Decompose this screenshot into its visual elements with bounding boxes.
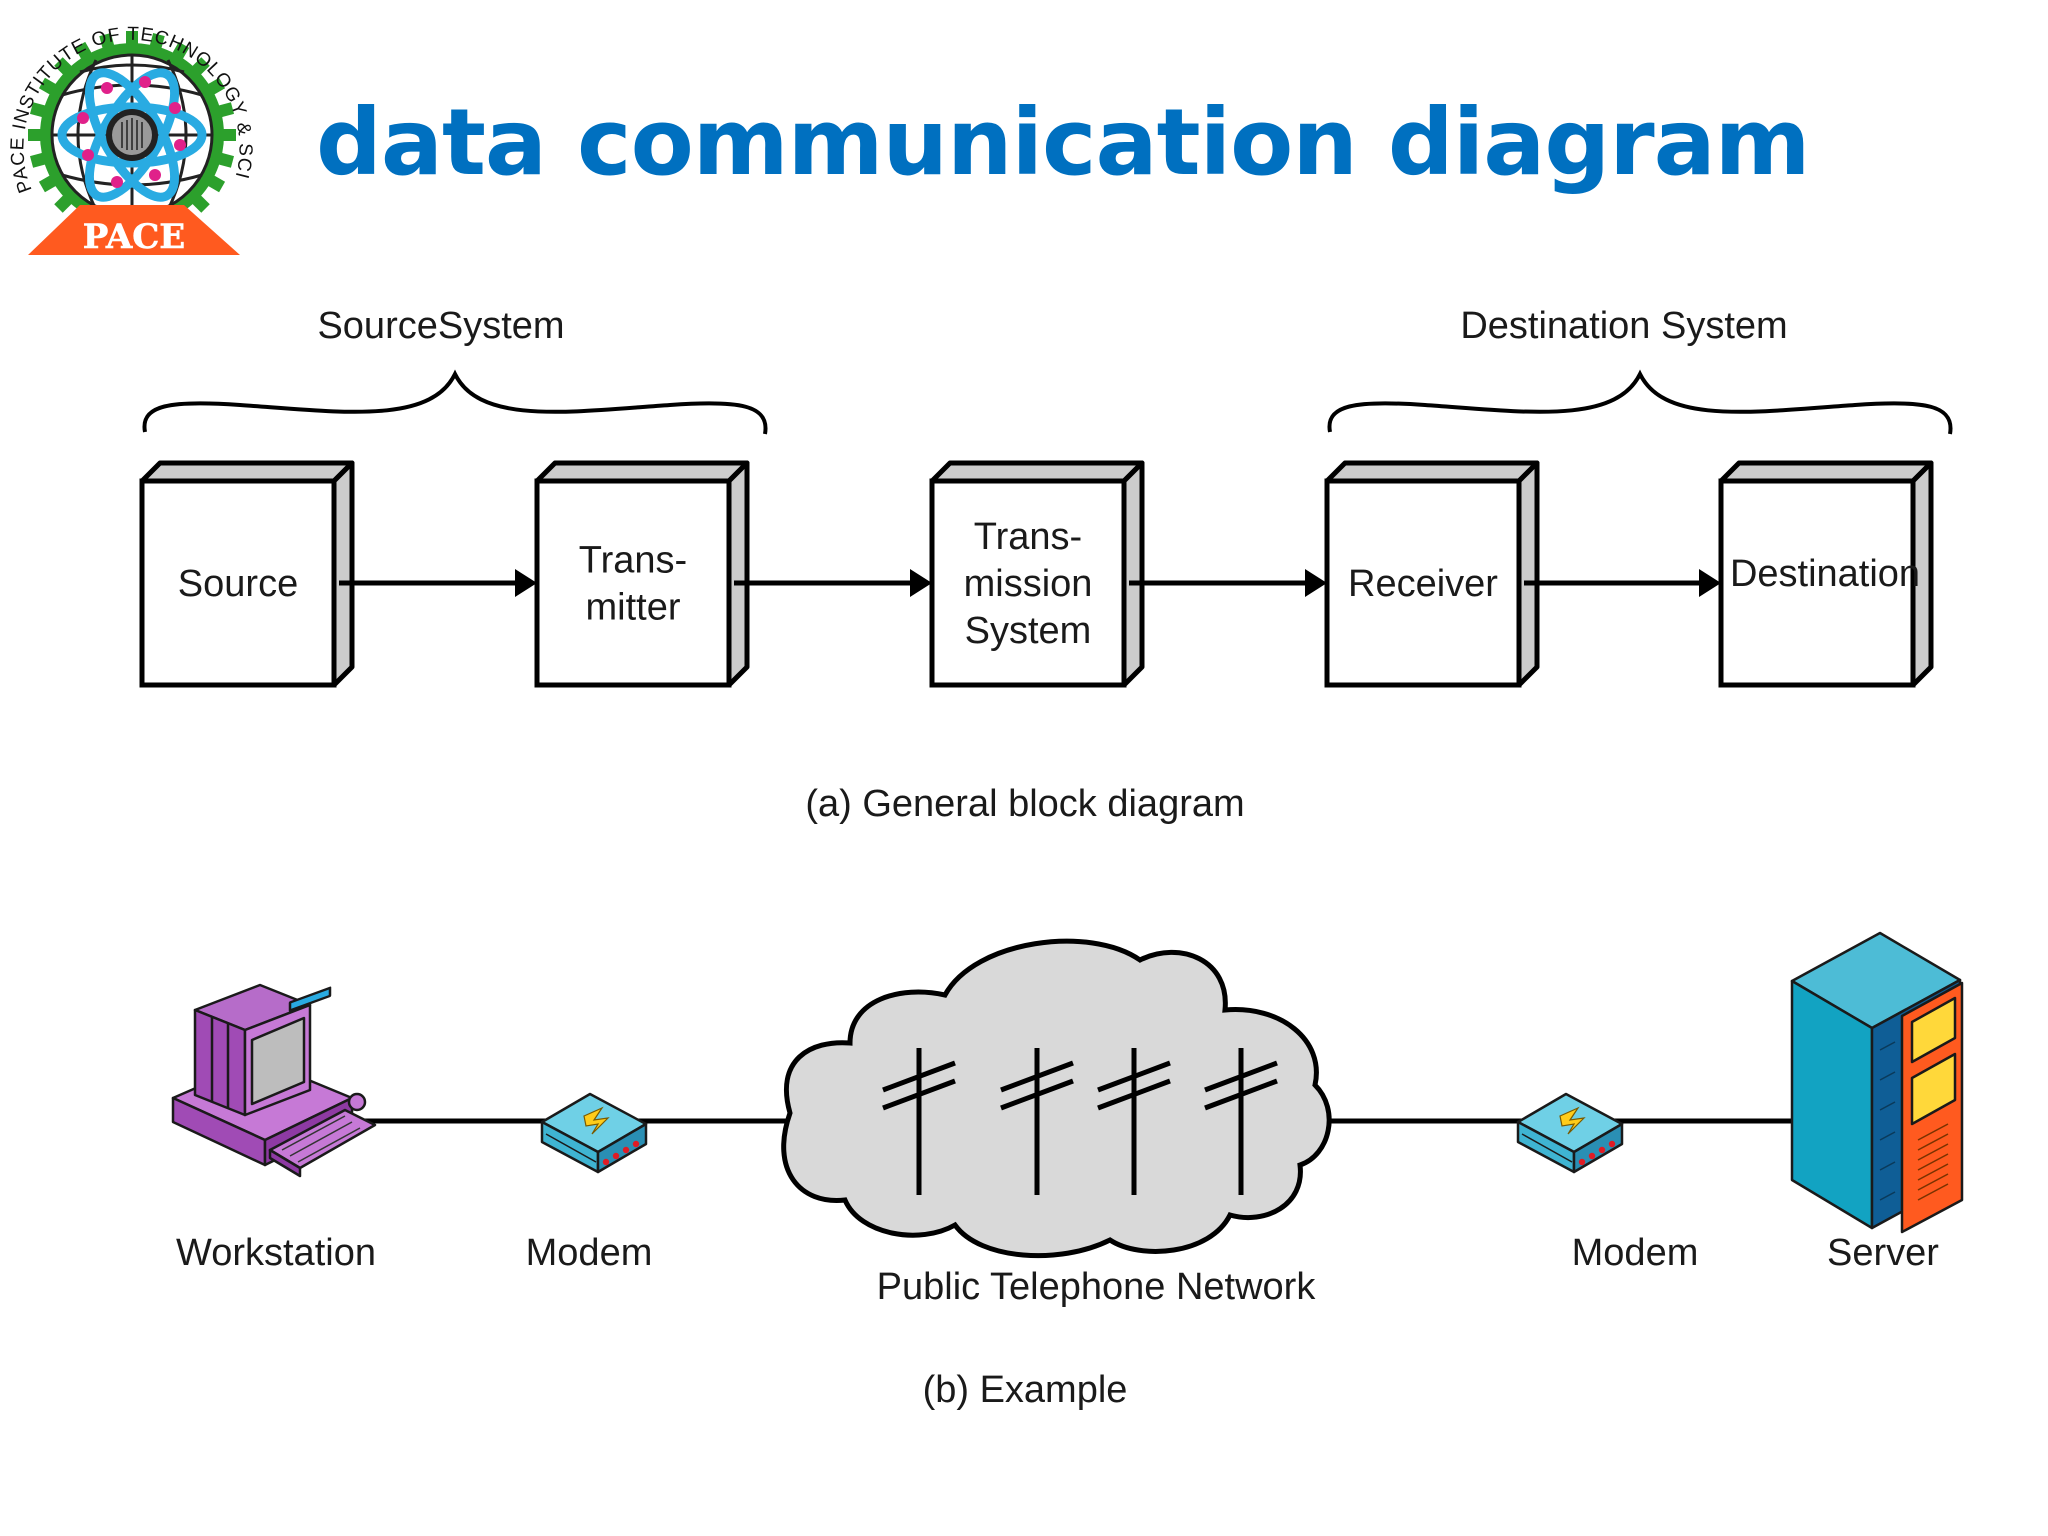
flow-arrow [1129,569,1327,597]
block-label: Source [178,563,298,605]
example-caption: (b) Example [923,1369,1128,1411]
block-label: Receiver [1348,563,1498,605]
flow-arrow [339,569,537,597]
modem-right-label: Modem [1572,1232,1699,1274]
block-source: Source [139,460,355,688]
destination-system-brace [1327,369,1953,435]
flow-arrow [1524,569,1721,597]
block-label: Trans- [579,540,687,582]
electron-dots [77,76,186,188]
chip-icon [106,109,158,161]
destination-system-label: Destination System [1460,305,1787,347]
server-icon [1790,931,1964,1234]
block-label: Destination [1730,553,1920,595]
page-title: data communication diagram [316,89,1811,196]
logo-badge [28,205,240,255]
institute-logo: PACE INSTITUTE OF TECHNOLOGY & SCIENCES … [0,0,255,257]
logo-badge-text: PACE [83,217,185,257]
flow-arrow [734,569,932,597]
modem-left-icon [540,1092,648,1174]
block-label: mitter [586,587,681,629]
block-label: mission [964,563,1093,605]
modem-left-label: Modem [526,1232,653,1274]
modem-right-icon [1516,1092,1624,1174]
block-receiver: Receiver [1324,460,1540,688]
telephone-pole-icon [1204,1048,1278,1195]
telephone-pole-icon [882,1048,956,1195]
block-destination: Destination [1718,460,1934,688]
network-label: Public Telephone Network [877,1266,1317,1308]
workstation-icon [171,983,377,1178]
block-diagram-caption: (a) General block diagram [805,783,1244,825]
server-label: Server [1827,1232,1939,1274]
atom-icon [57,68,207,202]
block-transmitter: Trans-mitter [534,460,750,688]
telephone-pole-icon [1000,1048,1074,1195]
workstation-label: Workstation [176,1232,376,1274]
source-system-brace [142,369,768,435]
telephone-pole-icon [1097,1048,1171,1195]
block-label: System [965,610,1092,652]
block-label: Trans- [974,516,1082,558]
telephone-network-cloud [781,938,1332,1259]
source-system-label: SourceSystem [317,305,564,347]
